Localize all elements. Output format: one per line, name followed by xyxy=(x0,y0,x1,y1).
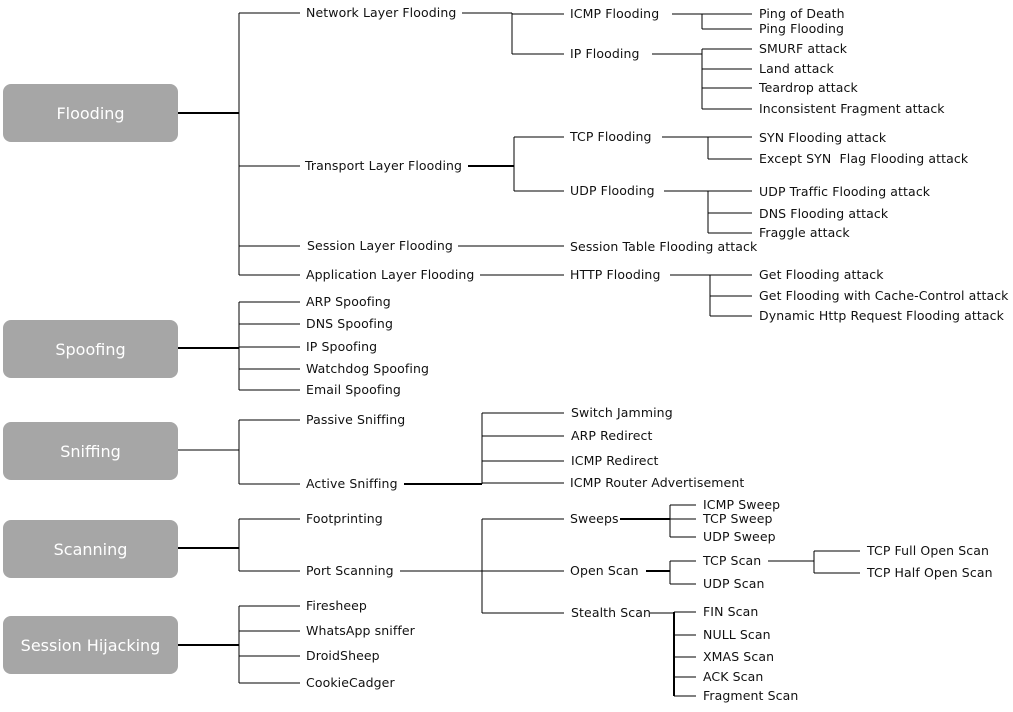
category-spoofing: Spoofing xyxy=(3,320,178,378)
node-udp-sweep: UDP Sweep xyxy=(703,529,776,544)
node-ping-flooding: Ping Flooding xyxy=(759,21,845,36)
node-watchdog-spoofing: Watchdog Spoofing xyxy=(306,361,430,376)
node-arp-spoofing: ARP Spoofing xyxy=(306,294,391,309)
node-ip-flooding: IP Flooding xyxy=(570,46,640,61)
category-sniffing: Sniffing xyxy=(3,422,178,480)
node-fraggle-attack: Fraggle attack xyxy=(759,225,850,240)
node-transport-layer-flooding: Transport Layer Flooding xyxy=(305,158,463,173)
node-null-scan: NULL Scan xyxy=(703,627,771,642)
node-icmp-flooding: ICMP Flooding xyxy=(570,6,660,21)
node-dynamic-http-request-flooding: Dynamic Http Request Flooding attack xyxy=(759,308,1004,323)
category-flooding: Flooding xyxy=(3,84,178,142)
node-switch-jamming: Switch Jamming xyxy=(571,405,673,420)
category-session-hijacking: Session Hijacking xyxy=(3,616,178,674)
node-email-spoofing: Email Spoofing xyxy=(306,382,401,397)
category-scanning: Scanning xyxy=(3,520,178,578)
node-ack-scan: ACK Scan xyxy=(703,669,764,684)
node-port-scanning: Port Scanning xyxy=(306,563,394,578)
node-footprinting: Footprinting xyxy=(306,511,383,526)
node-ip-spoofing: IP Spoofing xyxy=(306,339,378,354)
node-arp-redirect: ARP Redirect xyxy=(571,428,653,443)
node-application-layer-flooding: Application Layer Flooding xyxy=(306,267,475,282)
node-active-sniffing: Active Sniffing xyxy=(306,476,398,491)
node-whatsapp-sniffer: WhatsApp sniffer xyxy=(306,623,415,638)
node-get-flooding-cache-control: Get Flooding with Cache-Control attack xyxy=(759,288,1009,303)
node-icmp-sweep: ICMP Sweep xyxy=(703,497,781,512)
node-droidsheep: DroidSheep xyxy=(306,648,380,663)
node-dns-spoofing: DNS Spoofing xyxy=(306,316,393,331)
node-smurf-attack: SMURF attack xyxy=(759,41,848,56)
node-get-flooding-attack: Get Flooding attack xyxy=(759,267,884,282)
node-fragment-scan: Fragment Scan xyxy=(703,688,799,703)
node-udp-scan: UDP Scan xyxy=(703,576,765,591)
node-syn-flooding-attack: SYN Flooding attack xyxy=(759,130,887,145)
node-icmp-redirect: ICMP Redirect xyxy=(571,453,659,468)
node-session-layer-flooding: Session Layer Flooding xyxy=(307,238,453,253)
node-fin-scan: FIN Scan xyxy=(703,604,759,619)
node-icmp-router-advertisement: ICMP Router Advertisement xyxy=(570,475,745,490)
node-session-table-flooding: Session Table Flooding attack xyxy=(570,239,758,254)
node-xmas-scan: XMAS Scan xyxy=(703,649,775,664)
node-ping-of-death: Ping of Death xyxy=(759,6,845,21)
node-passive-sniffing: Passive Sniffing xyxy=(306,412,406,427)
node-dns-flooding-attack: DNS Flooding attack xyxy=(759,206,889,221)
node-network-layer-flooding: Network Layer Flooding xyxy=(306,5,457,20)
node-inconsistent-fragment-attack: Inconsistent Fragment attack xyxy=(759,101,945,116)
node-http-flooding: HTTP Flooding xyxy=(570,267,661,282)
node-stealth-scan: Stealth Scan xyxy=(571,605,652,620)
node-udp-traffic-flooding-attack: UDP Traffic Flooding attack xyxy=(759,184,931,199)
node-teardrop-attack: Teardrop attack xyxy=(759,80,858,95)
node-udp-flooding: UDP Flooding xyxy=(570,183,655,198)
node-tcp-flooding: TCP Flooding xyxy=(570,129,652,144)
node-sweeps: Sweeps xyxy=(570,511,619,526)
node-firesheep: Firesheep xyxy=(306,598,367,613)
node-tcp-sweep: TCP Sweep xyxy=(703,511,773,526)
node-land-attack: Land attack xyxy=(759,61,834,76)
node-open-scan: Open Scan xyxy=(570,563,639,578)
node-except-syn-flag-flooding-attack: Except SYN Flag Flooding attack xyxy=(759,151,969,166)
node-tcp-full-open-scan: TCP Full Open Scan xyxy=(867,543,990,558)
node-tcp-half-open-scan: TCP Half Open Scan xyxy=(867,565,993,580)
node-cookiecadger: CookieCadger xyxy=(306,675,395,690)
node-tcp-scan: TCP Scan xyxy=(703,553,762,568)
